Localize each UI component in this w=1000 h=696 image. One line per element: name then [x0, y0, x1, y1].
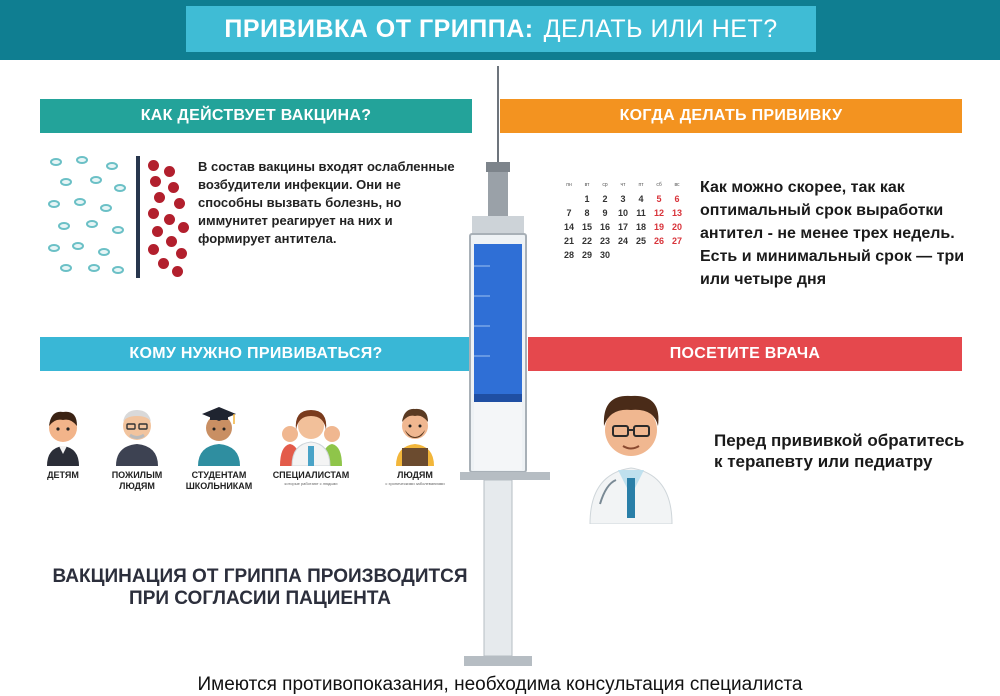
calendar-day: 27 — [671, 236, 682, 246]
contraindication-note: Имеются противопоказания, необходима кон… — [197, 674, 803, 695]
calendar-weekday: пн — [566, 182, 572, 188]
doctor-icon — [576, 384, 686, 525]
calendar-day: 26 — [653, 236, 664, 246]
person-label: СПЕЦИАЛИСТАМ — [272, 470, 350, 480]
person-elderly: ПОЖИЛЫМ ЛЮДЯМ — [96, 404, 178, 492]
calendar-day: 4 — [638, 194, 644, 204]
elderly-icon — [116, 410, 158, 466]
calendar-day: 13 — [671, 208, 682, 218]
person-chronic: ЛЮДЯМ с хроническими заболеваниями — [374, 404, 456, 486]
calendar-week: 7 8 9 10 11 12 13 — [560, 206, 688, 220]
calendar-day: 8 — [584, 208, 590, 218]
calendar-day: 29 — [581, 250, 592, 260]
calendar-weekday: сб — [656, 182, 662, 188]
calendar-day: 11 — [636, 208, 646, 218]
person-label: ДЕТЯМ — [47, 470, 79, 480]
calendar-week: 14 15 16 17 18 19 20 — [560, 220, 688, 234]
people-group: ДЕТЯМ ПОЖИЛЫМ ЛЮДЯМ СТУДЕНТАМ ШКОЛЬНИКАМ — [30, 404, 450, 514]
calendar-day: 22 — [581, 236, 592, 246]
calendar-day: 12 — [653, 208, 664, 218]
blood-cell-icon — [146, 160, 190, 278]
calendar-weekday: чт — [620, 182, 626, 188]
calendar-icon: пн вт ср чт пт сб вс 1 2 3 4 5 6 7 8 9 1… — [560, 182, 688, 262]
calendar-day: 18 — [635, 222, 646, 232]
calendar-day: 10 — [617, 208, 628, 218]
page-title: ПРИВИВКА ОТ ГРИППА: ДЕЛАТЬ ИЛИ НЕТ? — [186, 6, 816, 52]
calendar-week: 21 22 23 24 25 26 27 — [560, 234, 688, 248]
calendar-day: 17 — [617, 222, 628, 232]
person-label: ПОЖИЛЫМ ЛЮДЯМ — [111, 470, 163, 491]
person-sublabel: с хроническими заболеваниями — [385, 481, 445, 486]
person-label: ЛЮДЯМ — [397, 470, 433, 480]
germ-icon — [46, 156, 128, 280]
calendar-week: 28 29 30 — [560, 248, 688, 262]
calendar-day: 5 — [656, 194, 662, 204]
title-sub: ДЕЛАТЬ ИЛИ НЕТ? — [543, 14, 778, 43]
divider — [136, 156, 140, 278]
vaccine-description: В состав вакцины входят ослабленные возб… — [198, 159, 455, 246]
calendar-day — [560, 192, 578, 206]
person-children: ДЕТЯМ — [22, 404, 104, 481]
calendar-day: 6 — [674, 194, 680, 204]
calendar-day: 24 — [617, 236, 628, 246]
person-specialist: СПЕЦИАЛИСТАМ которые работают с людьми — [270, 404, 352, 486]
calendar-day: 14 — [563, 222, 574, 232]
calendar-day: 2 — [602, 194, 608, 204]
consent-notice: ВАКЦИНАЦИЯ ОТ ГРИППА ПРОИЗВОДИТСЯ ПРИ СО… — [52, 566, 468, 609]
calendar-day — [614, 248, 632, 262]
calendar-day — [650, 248, 668, 262]
calendar-day: 28 — [563, 250, 574, 260]
calendar-day: 25 — [635, 236, 646, 246]
calendar-day: 3 — [620, 194, 626, 204]
syringe-icon — [460, 66, 550, 676]
section-header-doctor: ПОСЕТИТЕ ВРАЧА — [528, 337, 962, 371]
section-header-who: КОМУ НУЖНО ПРИВИВАТЬСЯ? — [40, 337, 472, 371]
person-sublabel: которые работают с людьми — [284, 481, 338, 486]
calendar-day: 15 — [581, 222, 592, 232]
person-student: СТУДЕНТАМ ШКОЛЬНИКАМ — [178, 404, 260, 492]
specialist-icon — [280, 410, 342, 466]
calendar-day: 9 — [602, 208, 608, 218]
calendar-day: 16 — [599, 222, 610, 232]
calendar-weekdays: пн вт ср чт пт сб вс — [560, 182, 688, 188]
calendar-week: 1 2 3 4 5 6 — [560, 192, 688, 206]
calendar-day: 1 — [584, 194, 590, 204]
calendar-day — [668, 248, 686, 262]
calendar-day: 19 — [653, 222, 664, 232]
calendar-weekday: вт — [584, 182, 590, 188]
calendar-day: 21 — [563, 236, 574, 246]
calendar-day: 23 — [599, 236, 610, 246]
calendar-day — [632, 248, 650, 262]
child-icon — [47, 411, 79, 466]
section-header-how: КАК ДЕЙСТВУЕТ ВАКЦИНА? — [40, 99, 472, 133]
calendar-day: 30 — [599, 250, 610, 260]
calendar-weekday: ср — [602, 182, 608, 188]
timing-description: Как можно скорее, так как оптимальный ср… — [700, 179, 965, 288]
person-icon — [396, 408, 434, 466]
section-header-when: КОГДА ДЕЛАТЬ ПРИВИВКУ — [500, 99, 962, 133]
calendar-day: 20 — [671, 222, 682, 232]
person-label: СТУДЕНТАМ ШКОЛЬНИКАМ — [185, 470, 253, 491]
doctor-description: Перед прививкой обратитесь к терапевту и… — [714, 431, 965, 471]
calendar-day: 7 — [566, 208, 572, 218]
title-main: ПРИВИВКА ОТ ГРИППА: — [224, 14, 534, 43]
calendar-weekday: вс — [674, 182, 680, 188]
student-icon — [198, 407, 240, 466]
calendar-weekday: пт — [638, 182, 644, 188]
